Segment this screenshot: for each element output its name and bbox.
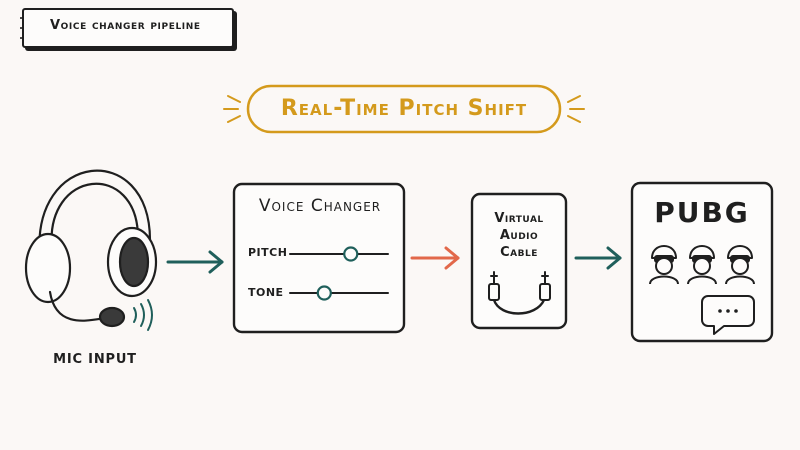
arrow-cable-to-game — [574, 246, 622, 270]
audio-cable-icon — [488, 271, 551, 315]
chat-bubble-icon — [701, 295, 755, 335]
arrow-mic-to-changer — [166, 250, 224, 274]
slider-knob[interactable] — [316, 285, 332, 301]
virtual-cable-line: Virtual — [494, 211, 544, 226]
virtual-cable-line: Cable — [500, 245, 538, 260]
banner-pill — [246, 84, 562, 134]
voice-changer-title: Voice Changer — [258, 196, 382, 216]
tone-label: TONE — [248, 286, 284, 299]
voice-changer-box — [232, 182, 406, 334]
header-note — [22, 8, 234, 48]
banner-title: Real-Time Pitch Shift — [280, 96, 528, 121]
players-icon — [649, 245, 755, 285]
sparkle-right-icon — [567, 95, 585, 123]
pitch-label: PITCH — [248, 246, 288, 259]
game-title: PUBG — [654, 196, 750, 229]
virtual-cable-label: Virtual Audio Cable — [472, 210, 566, 261]
slider-group — [289, 246, 389, 301]
slider-knob[interactable] — [343, 246, 359, 262]
sparkle-left-icon — [223, 95, 241, 123]
headset-icon — [24, 169, 158, 328]
header-title: Voice changer pipeline — [50, 18, 201, 33]
mic-input-label: MIC INPUT — [53, 352, 137, 367]
arrow-changer-to-cable — [410, 246, 460, 270]
virtual-cable-line: Audio — [499, 228, 539, 243]
sound-waves-icon — [133, 299, 153, 331]
